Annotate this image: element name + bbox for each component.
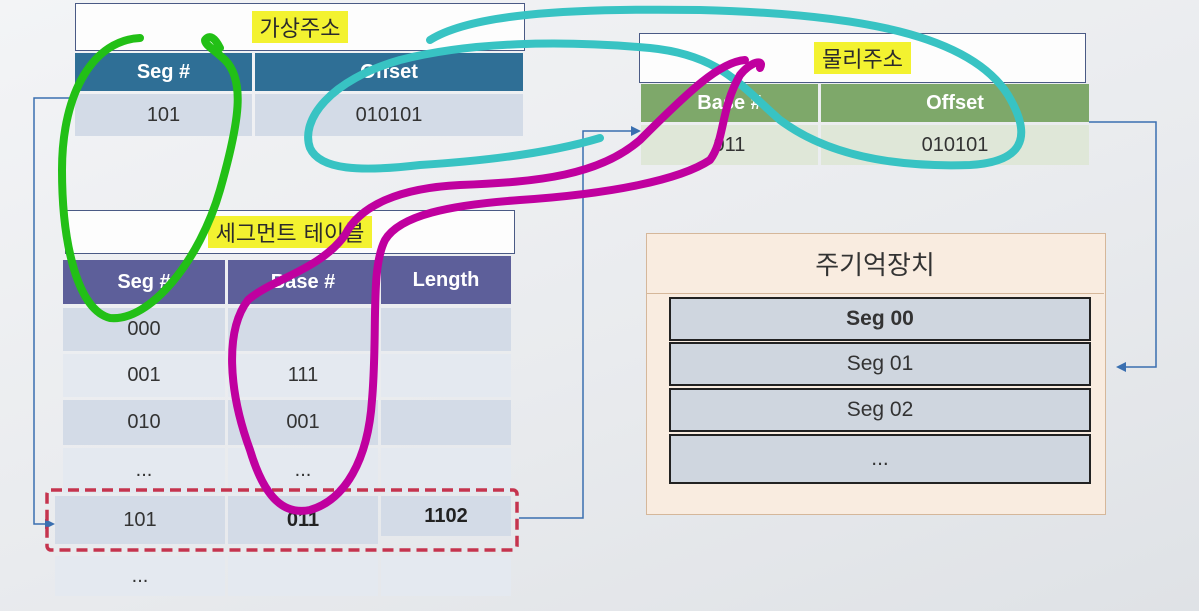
- connector-virtual-to-segtable: [33, 97, 75, 529]
- highlight-row-101: [45, 488, 519, 552]
- segtable-row2-base: 001: [228, 400, 378, 445]
- physical-address-title-text: 물리주소: [814, 42, 911, 74]
- segtable-row0-length: [381, 308, 511, 351]
- segtable-row5-seg: ...: [55, 556, 225, 596]
- virtual-address-seg-cell: 101: [75, 94, 252, 136]
- main-memory-seg01: Seg 01: [669, 342, 1091, 386]
- main-memory-seg00: Seg 00: [669, 297, 1091, 341]
- segtable-row4-seg: 101: [55, 496, 225, 544]
- connector-physical-to-memory: [1089, 121, 1157, 372]
- segtable-row1-length: [381, 354, 511, 397]
- segtable-row2-length: [381, 400, 511, 445]
- main-memory-seg02: Seg 02: [669, 388, 1091, 432]
- cyan-annotation-loop: [304, 5, 1026, 173]
- virtual-address-offset-cell: 010101: [255, 94, 523, 136]
- segtable-row3-length: [381, 448, 511, 493]
- segtable-row5-length: [381, 556, 511, 596]
- connector-segtable-to-physical: [519, 126, 641, 519]
- main-memory-ellipsis: ...: [669, 434, 1091, 484]
- main-memory-title: 주기억장치: [646, 233, 1104, 294]
- segtable-row4-base: 011: [228, 496, 378, 544]
- segtable-row4-length: 1102: [381, 496, 511, 536]
- segtable-row1-base: 111: [228, 354, 378, 397]
- segtable-row0-seg: 000: [63, 308, 225, 351]
- segtable-row0-base: [228, 308, 378, 351]
- segtable-row2-seg: 010: [63, 400, 225, 445]
- green-annotation-loop: [58, 33, 242, 323]
- segtable-row1-seg: 001: [63, 354, 225, 397]
- physical-address-title: 물리주소: [639, 33, 1086, 83]
- segment-table-header-length: Length: [381, 256, 511, 304]
- segtable-row5-base: [228, 556, 378, 596]
- virtual-address-title-text: 가상주소: [251, 11, 349, 43]
- physical-address-header-offset: Offset: [821, 84, 1089, 122]
- segtable-row3-seg: ...: [63, 448, 225, 493]
- magenta-annotation-loop: [228, 56, 765, 515]
